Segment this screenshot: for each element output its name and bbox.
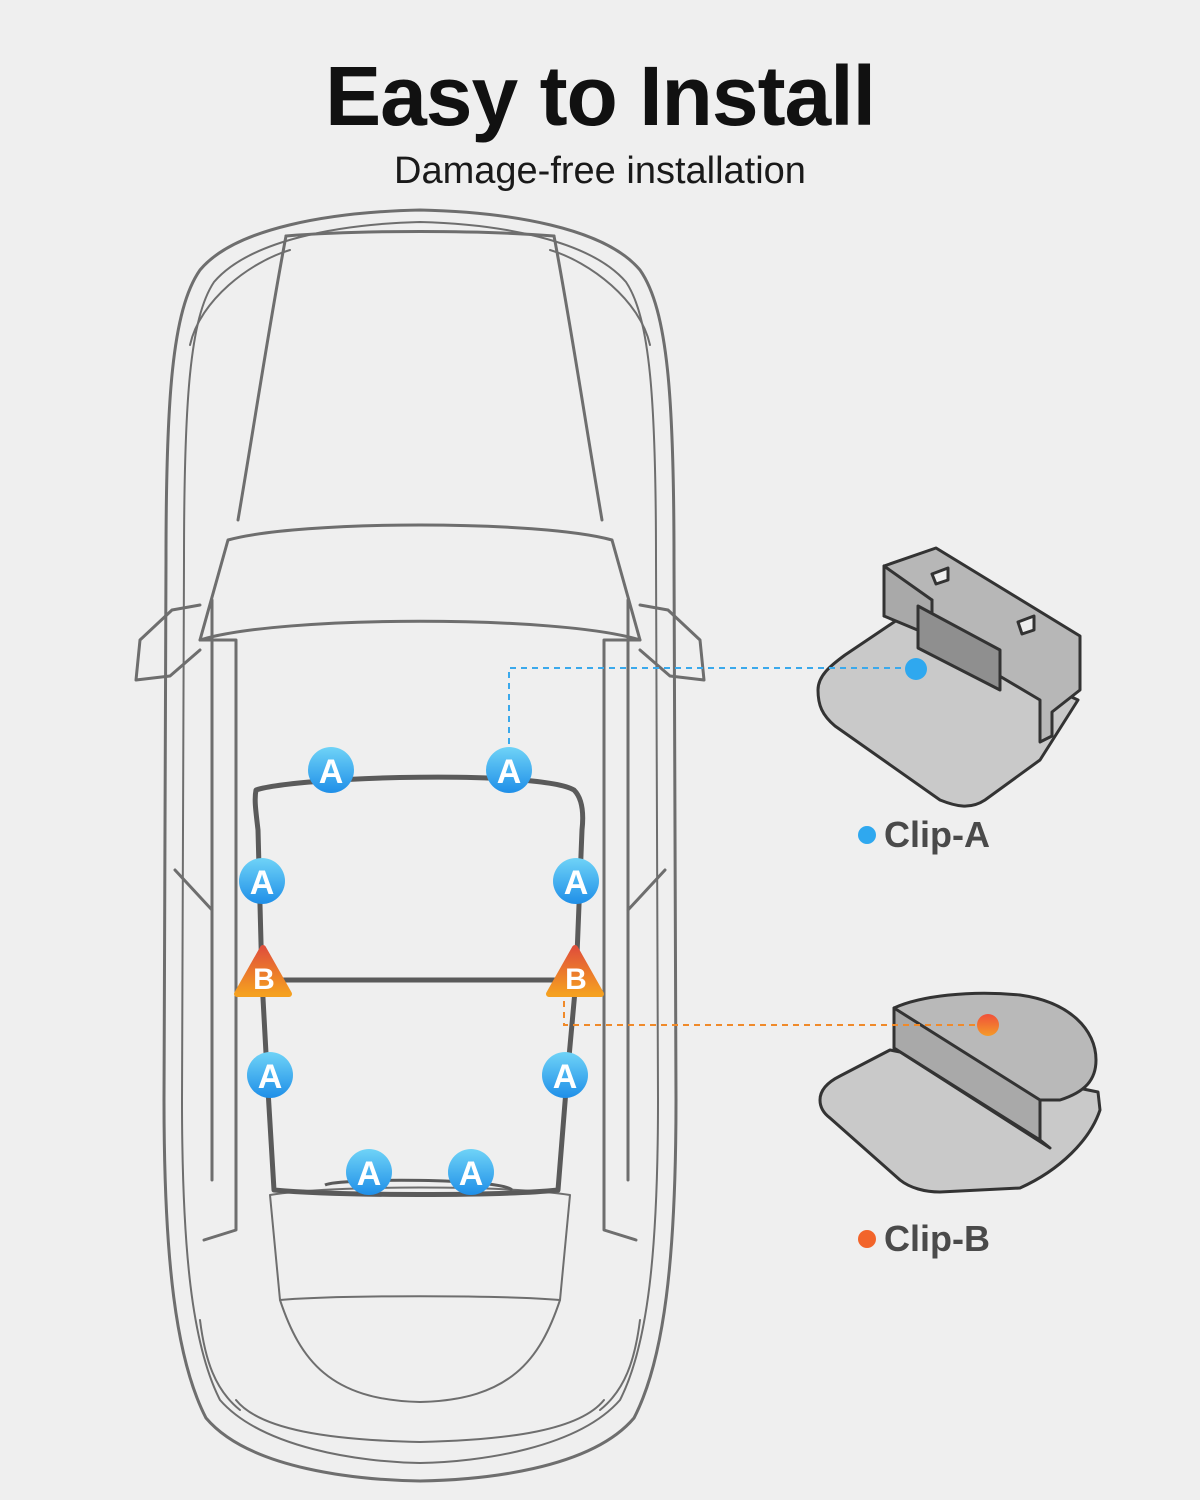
- clip-a-marker: A: [486, 747, 532, 793]
- clip-b-leader-line: [563, 990, 988, 1026]
- roof-track: [252, 774, 586, 1197]
- clip-a-marker-letter: A: [459, 1155, 484, 1193]
- legend-clip-b: Clip-B: [858, 1218, 990, 1260]
- clip-b-color-dot: [858, 1230, 876, 1248]
- car-outline: [134, 208, 706, 1483]
- clip-a-marker: A: [247, 1052, 293, 1098]
- clip-b-illustration: [818, 991, 1102, 1194]
- clip-a-color-dot: [858, 826, 876, 844]
- clip-a-marker-letter: A: [250, 864, 275, 902]
- clip-a-marker: A: [239, 858, 285, 904]
- page-subtitle: Damage-free installation: [394, 150, 806, 192]
- clip-b-marker: B: [546, 945, 604, 997]
- clip-a-marker-letter: A: [497, 753, 522, 791]
- clip-a-illustration: [816, 546, 1082, 808]
- clip-b-marker: B: [234, 945, 292, 997]
- clip-a-marker-letter: A: [319, 753, 344, 791]
- clip-a-marker: A: [542, 1052, 588, 1098]
- clip-a-marker-letter: A: [564, 864, 589, 902]
- clip-a-marker: A: [346, 1149, 392, 1195]
- clip-a-marker: A: [448, 1149, 494, 1195]
- clip-a-marker: A: [553, 858, 599, 904]
- legend-clip-a: Clip-A: [858, 814, 990, 856]
- page-title: Easy to Install: [325, 49, 876, 143]
- legend-clip-b-label: Clip-B: [884, 1218, 990, 1259]
- clip-b-target-dot: [977, 1014, 999, 1036]
- clip-a-target-dot: [905, 658, 927, 680]
- clip-b-marker-letter: B: [565, 963, 587, 996]
- clip-a-marker-letter: A: [357, 1155, 382, 1193]
- clip-b-marker-letter: B: [253, 963, 275, 996]
- clip-a-marker: A: [308, 747, 354, 793]
- legend-clip-a-label: Clip-A: [884, 814, 990, 855]
- clip-a-marker-letter: A: [553, 1058, 578, 1096]
- clip-a-marker-letter: A: [258, 1058, 283, 1096]
